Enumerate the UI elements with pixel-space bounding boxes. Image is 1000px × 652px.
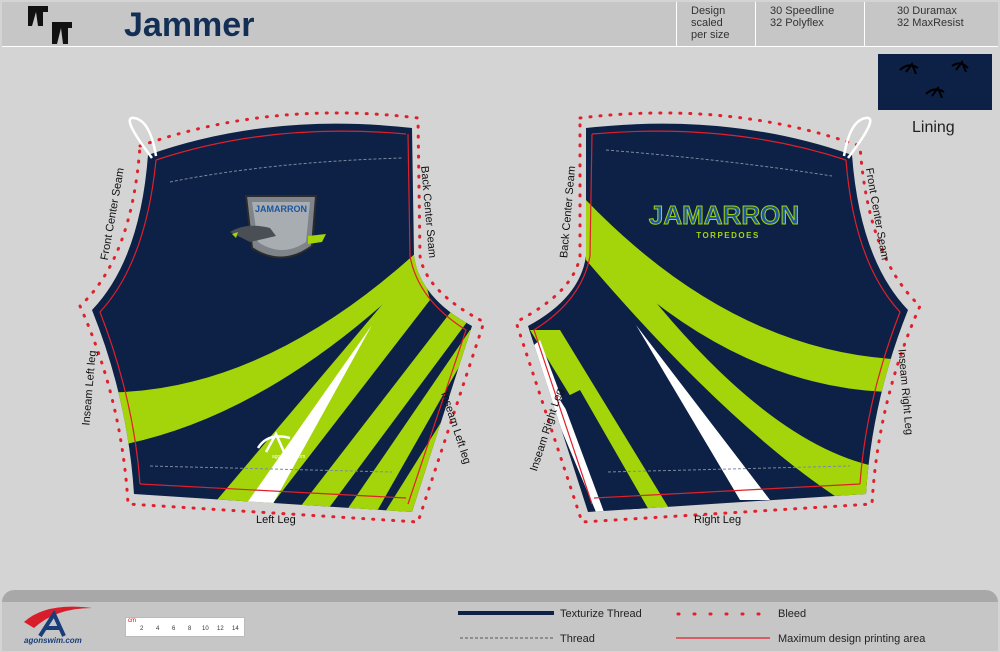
header-bar: Jammer Design scaled per size 30 Speedli… xyxy=(2,2,998,47)
ruler-tick: 14 xyxy=(232,626,239,632)
left-watermark-text: agonswim.com xyxy=(272,454,305,460)
fabric-speedline: 30 Speedline xyxy=(770,5,835,17)
agon-watermark-icon: agonswim.com xyxy=(256,431,305,460)
fabric-polyflex: 32 Polyflex xyxy=(770,17,824,29)
fabric-duramax: 30 Duramax xyxy=(897,5,957,17)
page-title: Jammer xyxy=(124,6,255,44)
right-leg-label: Right Leg xyxy=(694,514,742,526)
ruler-tick: 10 xyxy=(202,626,209,632)
ruler-tick: 12 xyxy=(217,626,224,632)
legend-max-area: Maximum design printing area xyxy=(778,633,926,645)
design-line-2: scaled xyxy=(691,17,723,29)
design-scale-note: Design scaled per size xyxy=(676,2,756,46)
fabric-list-1: 30 Speedline 32 Polyflex xyxy=(755,2,865,46)
texturize-thread-swatch xyxy=(458,611,554,615)
team-name-text: JAMARRON xyxy=(649,200,799,230)
pattern-canvas: JAMARRON agonswim.com JAMARRON xyxy=(78,111,922,524)
ruler-tick: 6 xyxy=(172,626,176,632)
design-line-3: per size xyxy=(691,29,730,41)
ruler-tick: 2 xyxy=(140,626,144,632)
legend-bleed: Bleed xyxy=(778,608,807,620)
team-wordmark-icon: JAMARRON TORPEDOES xyxy=(648,200,799,241)
agon-brand-logo-icon xyxy=(24,606,92,638)
fabric-maxresist: 32 MaxResist xyxy=(897,17,964,29)
lining-swatch xyxy=(878,54,992,110)
ruler-unit: cm xyxy=(128,618,136,624)
lining-label: Lining xyxy=(912,119,955,136)
left-leg-label: Left Leg xyxy=(256,514,296,526)
footer-band xyxy=(2,590,998,602)
fabric-list-2: 30 Duramax 32 MaxResist xyxy=(864,2,998,46)
svg-text:JAMARRON: JAMARRON xyxy=(255,204,307,214)
legend-texturize: Texturize Thread xyxy=(560,608,642,620)
legend-swatches-left xyxy=(458,611,554,639)
ruler-tick: 4 xyxy=(156,626,160,632)
design-line-1: Design xyxy=(691,5,726,17)
lining-logo-icon xyxy=(899,59,969,99)
scale-ruler: cm 2 4 6 8 10 12 14 xyxy=(125,617,245,637)
legend-swatches-right xyxy=(676,612,772,639)
legend-thread: Thread xyxy=(560,633,595,645)
team-crest-icon: JAMARRON xyxy=(230,195,326,259)
brand-url: agonswim.com xyxy=(24,636,82,645)
jammer-icon xyxy=(28,6,72,44)
left-leg-panel: JAMARRON agonswim.com xyxy=(78,111,486,524)
ruler-tick: 8 xyxy=(188,626,192,632)
team-sub-text: TORPEDOES xyxy=(696,231,760,240)
